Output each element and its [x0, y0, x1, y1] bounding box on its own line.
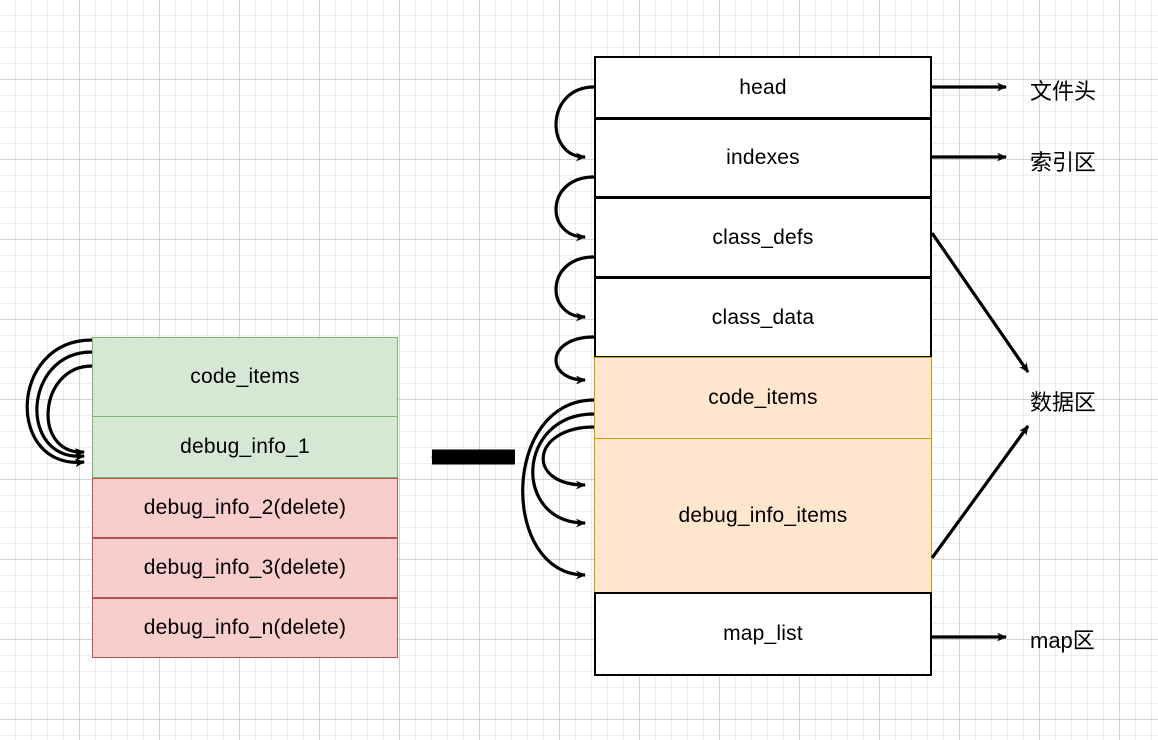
detail-loop-1: [46, 364, 93, 457]
loop-class-data-to-code-items: [554, 335, 595, 385]
dex-row-debug-info-items[interactable]: debug_info_items: [594, 438, 932, 593]
detail-row-debug-info-1-label: debug_info_1: [180, 435, 310, 458]
dex-row-class-defs[interactable]: class_defs: [594, 197, 932, 278]
loop-class-defs-to-class-data: [554, 255, 595, 322]
detail-row-debug-info-2-label: debug_info_2(delete): [143, 496, 347, 519]
loop-code-items-to-debug-1: [541, 425, 595, 490]
dex-row-class-data[interactable]: class_data: [594, 277, 932, 358]
detail-loop-3: [25, 338, 93, 468]
dex-row-map-list[interactable]: map_list: [594, 592, 932, 676]
dex-row-indexes-label: indexes: [726, 146, 800, 169]
dex-row-indexes[interactable]: indexes: [594, 118, 932, 198]
dex-row-class-defs-label: class_defs: [712, 225, 814, 249]
loop-code-items-to-debug-2: [531, 412, 595, 528]
detail-row-debug-info-3[interactable]: debug_info_3(delete): [92, 538, 398, 598]
loop-code-items-to-debug-3: [521, 398, 595, 580]
dex-row-code-items-label: code_items: [708, 386, 818, 409]
dex-row-head-label: head: [739, 75, 787, 99]
region-label-map-area: map区: [1030, 628, 1095, 653]
detail-row-code-items-label: code_items: [190, 365, 300, 388]
region-label-index-area: 索引区: [1030, 150, 1097, 175]
data-area-arrows: [930, 232, 1030, 559]
arrow-class-defs-to-data-area: [930, 232, 1030, 373]
region-label-data-area: 数据区: [1030, 390, 1097, 415]
arrow-debug-info-items-to-data-area: [930, 425, 1030, 559]
detail-row-debug-info-3-label: debug_info_3(delete): [143, 556, 347, 579]
region-pointer-arrows: [932, 82, 1008, 642]
detail-row-debug-info-n-label: debug_info_n(delete): [143, 616, 347, 639]
detail-row-debug-info-1[interactable]: debug_info_1: [92, 416, 398, 478]
dex-row-head[interactable]: head: [594, 56, 932, 119]
detail-row-code-items[interactable]: code_items: [92, 337, 398, 417]
loop-indexes-to-class-defs: [554, 175, 595, 242]
dex-row-map-list-label: map_list: [723, 622, 803, 645]
detail-row-debug-info-2[interactable]: debug_info_2(delete): [92, 478, 398, 538]
dex-row-debug-info-items-label: debug_info_items: [678, 503, 848, 527]
dex-row-class-data-label: class_data: [711, 305, 815, 329]
dex-sequential-loop-arrows: [554, 85, 595, 385]
detail-row-debug-info-n[interactable]: debug_info_n(delete): [92, 598, 398, 658]
code-items-to-debug-info-items-arrows: [521, 398, 595, 580]
detail-code-items-to-debug-info-1-arrows: [25, 338, 93, 468]
region-label-file-header: 文件头: [1030, 79, 1097, 104]
detail-loop-2: [35, 350, 93, 462]
loop-head-to-indexes: [554, 85, 595, 162]
dex-row-code-items[interactable]: code_items: [594, 357, 932, 439]
